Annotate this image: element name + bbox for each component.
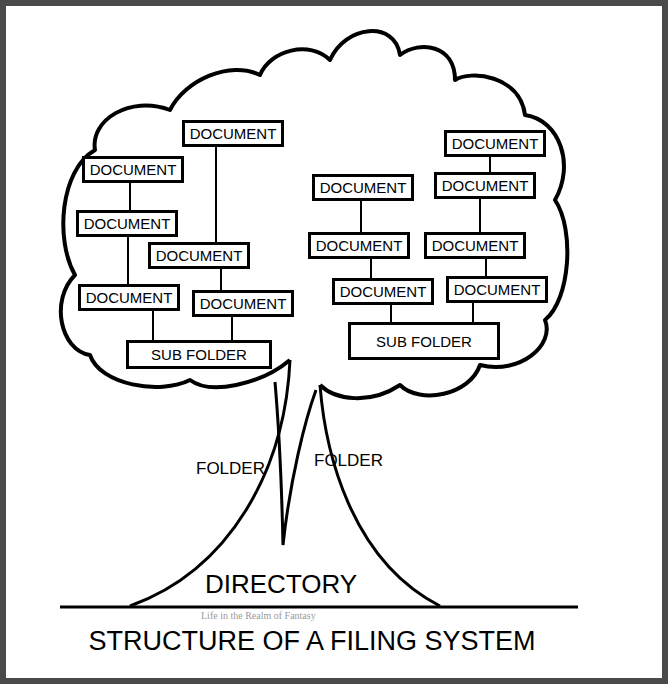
connector-line [129, 183, 131, 210]
connector-line [231, 317, 233, 340]
watermark: Life in the Realm of Fantasy [201, 611, 316, 621]
box-text: DOCUMENT [86, 290, 173, 305]
box-text: SUB FOLDER [151, 347, 247, 362]
subfolder-box: SUB FOLDER [126, 340, 272, 369]
box-text: DOCUMENT [84, 216, 171, 231]
box-text: DOCUMENT [190, 126, 277, 141]
connector-line [220, 269, 222, 290]
box-text: DOCUMENT [90, 162, 177, 177]
document-box: DOCUMENT [424, 232, 526, 259]
connector-line [360, 201, 362, 232]
connector-line [215, 147, 217, 242]
document-box: DOCUMENT [76, 210, 178, 237]
box-text: DOCUMENT [320, 180, 407, 195]
connector-line [390, 305, 392, 322]
subfolder-box: SUB FOLDER [348, 322, 500, 360]
directory-label: DIRECTORY [205, 571, 357, 597]
document-box: DOCUMENT [192, 290, 294, 317]
tree-trunk-left [130, 360, 290, 606]
box-text: DOCUMENT [442, 178, 529, 193]
tree-trunk-split [275, 382, 316, 545]
document-box: DOCUMENT [308, 232, 410, 259]
box-text: DOCUMENT [340, 284, 427, 299]
document-box: DOCUMENT [78, 284, 180, 311]
box-text: DOCUMENT [454, 282, 541, 297]
document-box: DOCUMENT [446, 276, 548, 303]
document-box: DOCUMENT [148, 242, 250, 269]
tree-canopy [61, 31, 568, 398]
connector-line [485, 259, 487, 276]
connector-line [472, 303, 474, 322]
document-box: DOCUMENT [82, 156, 184, 183]
box-text: DOCUMENT [432, 238, 519, 253]
frame-border [3, 3, 665, 681]
folder-label: FOLDER [196, 460, 265, 477]
folder-label: FOLDER [314, 452, 383, 469]
box-text: DOCUMENT [156, 248, 243, 263]
box-text: DOCUMENT [200, 296, 287, 311]
document-box: DOCUMENT [182, 120, 284, 147]
document-box: DOCUMENT [434, 172, 536, 199]
box-text: DOCUMENT [452, 136, 539, 151]
document-box: DOCUMENT [444, 130, 546, 157]
connector-line [127, 237, 129, 284]
ground-line [60, 606, 578, 609]
connector-line [479, 199, 481, 232]
document-box: DOCUMENT [332, 278, 434, 305]
box-text: SUB FOLDER [376, 334, 472, 349]
connector-line [370, 259, 372, 278]
diagram-title: STRUCTURE OF A FILING SYSTEM [2, 628, 622, 655]
connector-line [152, 311, 154, 340]
box-text: DOCUMENT [316, 238, 403, 253]
connector-line [489, 157, 491, 172]
document-box: DOCUMENT [312, 174, 414, 201]
